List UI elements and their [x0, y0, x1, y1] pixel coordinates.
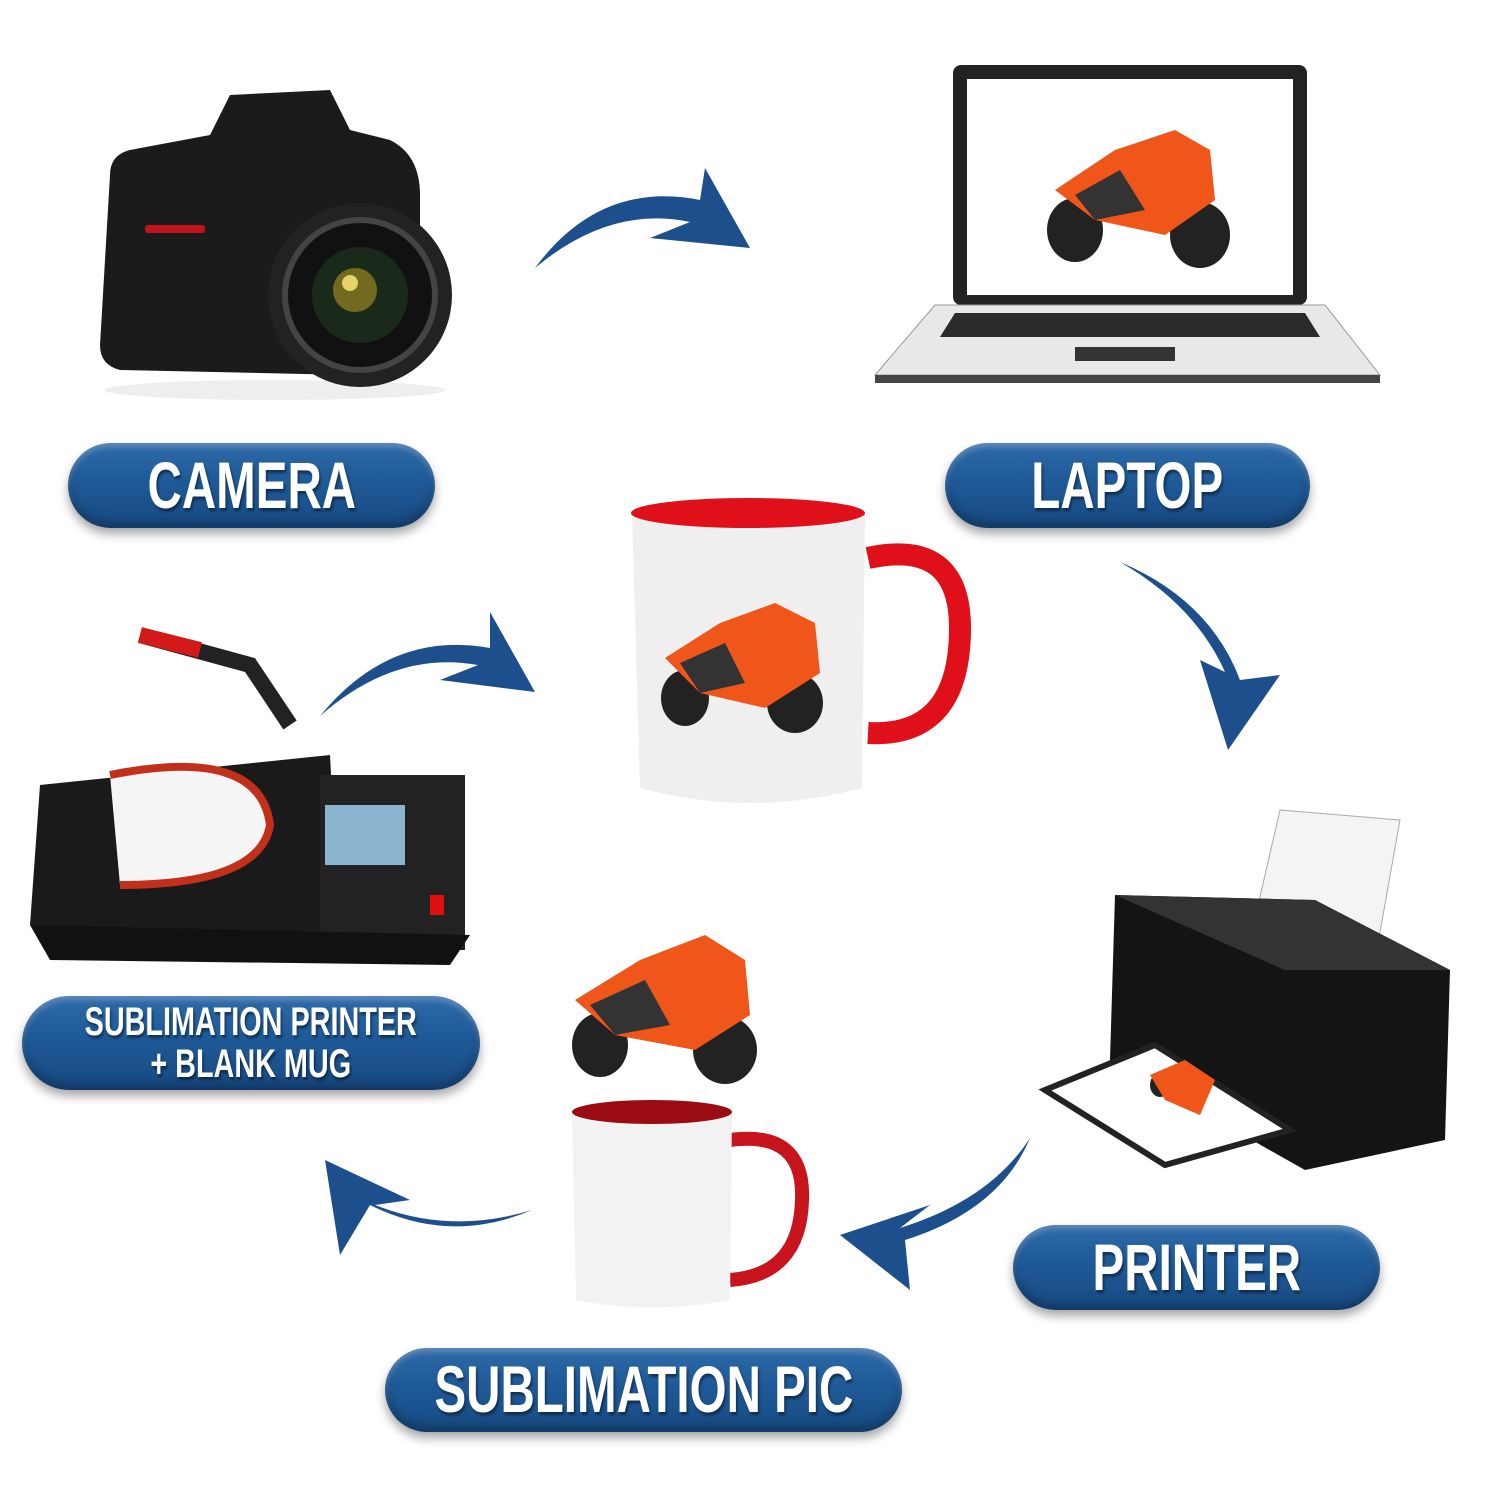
heat-press-label: SUBLIMATION PRINTER + BLANK MUG: [85, 1001, 417, 1085]
step-label-laptop: LAPTOP: [945, 443, 1310, 528]
laptop-label: LAPTOP: [1031, 447, 1224, 522]
sublimation-pic-label: SUBLIMATION PIC: [434, 1352, 853, 1427]
camera-label: CAMERA: [147, 447, 356, 522]
blank-mug-icon: [572, 1100, 810, 1308]
step-label-printer: PRINTER: [1013, 1225, 1380, 1310]
camera-icon: [100, 90, 452, 400]
printer-icon: [1038, 809, 1450, 1170]
step-label-heat-press: SUBLIMATION PRINTER + BLANK MUG: [22, 996, 480, 1090]
printer-label: PRINTER: [1092, 1229, 1301, 1304]
heat-press-label-line2: + BLANK MUG: [150, 1042, 352, 1086]
step-label-sublimation-pic: SUBLIMATION PIC: [385, 1348, 902, 1432]
laptop-icon: [873, 65, 1382, 383]
motorcycle-image: [572, 935, 757, 1084]
heat-press-icon: [30, 627, 470, 965]
heat-press-label-line1: SUBLIMATION PRINTER: [84, 1000, 418, 1044]
printed-mug-icon: [631, 498, 972, 803]
step-label-camera: CAMERA: [68, 443, 435, 528]
